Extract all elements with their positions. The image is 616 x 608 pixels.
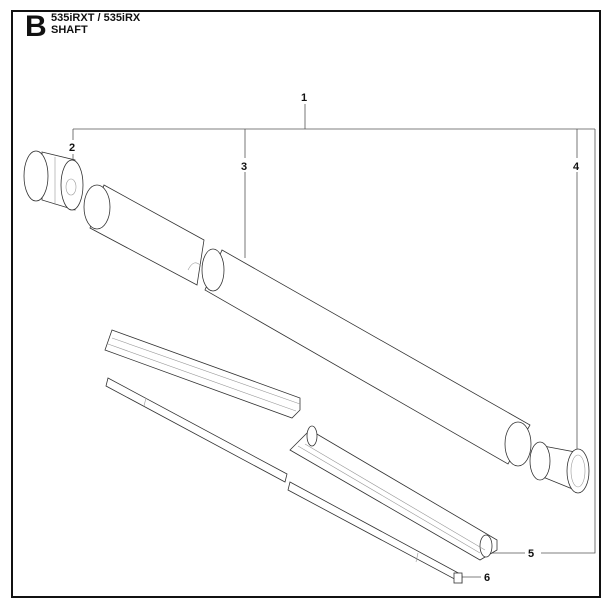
callout-5: 5 xyxy=(528,548,534,560)
callout-6: 6 xyxy=(484,572,490,584)
shaft-tube xyxy=(201,248,532,467)
model-title: 535iRXT / 535iRX xyxy=(51,12,141,24)
end-cap-right xyxy=(529,441,590,494)
diagram-frame xyxy=(11,10,601,598)
callout-2: 2 xyxy=(69,142,75,154)
end-cap-left xyxy=(23,150,84,211)
section-letter: B xyxy=(25,10,47,43)
drive-rod-upper xyxy=(105,377,288,483)
callout-1: 1 xyxy=(301,92,307,104)
shaft-channel-lower xyxy=(289,425,498,561)
shaft-tube-upper-part xyxy=(83,184,205,286)
callout-3: 3 xyxy=(241,161,247,173)
section-title: SHAFT xyxy=(51,24,88,36)
shaft-channel-upper xyxy=(104,329,301,419)
callout-4: 4 xyxy=(573,161,580,173)
drive-rod-lower xyxy=(287,481,463,584)
